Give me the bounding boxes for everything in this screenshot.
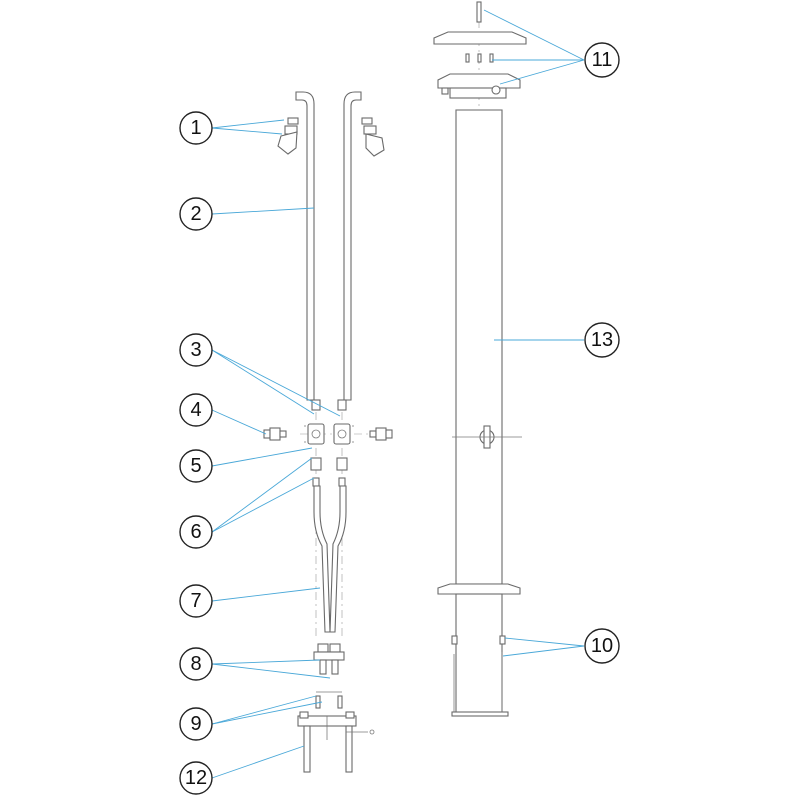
callout-5: 5 bbox=[179, 449, 213, 483]
shower-pipes bbox=[295, 91, 362, 401]
column-flange bbox=[437, 583, 521, 717]
callout-10-label: 10 bbox=[591, 635, 613, 657]
column-bolts bbox=[451, 635, 506, 712]
callout-13-label: 13 bbox=[591, 329, 613, 351]
callout-12-label: 12 bbox=[185, 767, 207, 789]
callout-2-label: 2 bbox=[190, 203, 201, 225]
push-buttons bbox=[263, 427, 393, 441]
callout-1: 1 bbox=[179, 111, 213, 145]
callout-11: 11 bbox=[584, 42, 620, 78]
callout-6: 6 bbox=[179, 515, 213, 549]
inlet-connectors bbox=[313, 643, 345, 675]
callout-8-label: 8 bbox=[190, 653, 201, 675]
top-cap bbox=[433, 1, 527, 99]
callout-11-label: 11 bbox=[592, 49, 613, 71]
callout-8: 8 bbox=[179, 647, 213, 681]
callout-7: 7 bbox=[179, 584, 213, 618]
callout-6-label: 6 bbox=[190, 521, 201, 543]
hose-fittings bbox=[310, 457, 348, 487]
callout-3: 3 bbox=[179, 333, 213, 367]
main-column bbox=[452, 109, 522, 585]
callout-12: 12 bbox=[179, 761, 213, 795]
callout-9: 9 bbox=[179, 707, 213, 741]
callout-4-label: 4 bbox=[190, 399, 201, 421]
valve-bodies bbox=[304, 423, 354, 445]
anchor-bolts bbox=[315, 691, 343, 709]
base-plate bbox=[297, 711, 375, 773]
leader-lines bbox=[211, 9, 585, 779]
flexible-hoses bbox=[313, 485, 347, 633]
callout-2: 2 bbox=[179, 197, 213, 231]
callout-9-label: 9 bbox=[190, 713, 201, 735]
callout-10: 10 bbox=[584, 628, 620, 664]
callout-1-label: 1 bbox=[190, 117, 201, 139]
pipe-nuts bbox=[311, 399, 347, 411]
shower-heads bbox=[277, 117, 385, 157]
callout-7-label: 7 bbox=[190, 590, 201, 612]
callout-4: 4 bbox=[179, 393, 213, 427]
callout-13: 13 bbox=[584, 322, 620, 358]
callout-5-label: 5 bbox=[190, 455, 201, 477]
callout-3-label: 3 bbox=[190, 339, 201, 361]
